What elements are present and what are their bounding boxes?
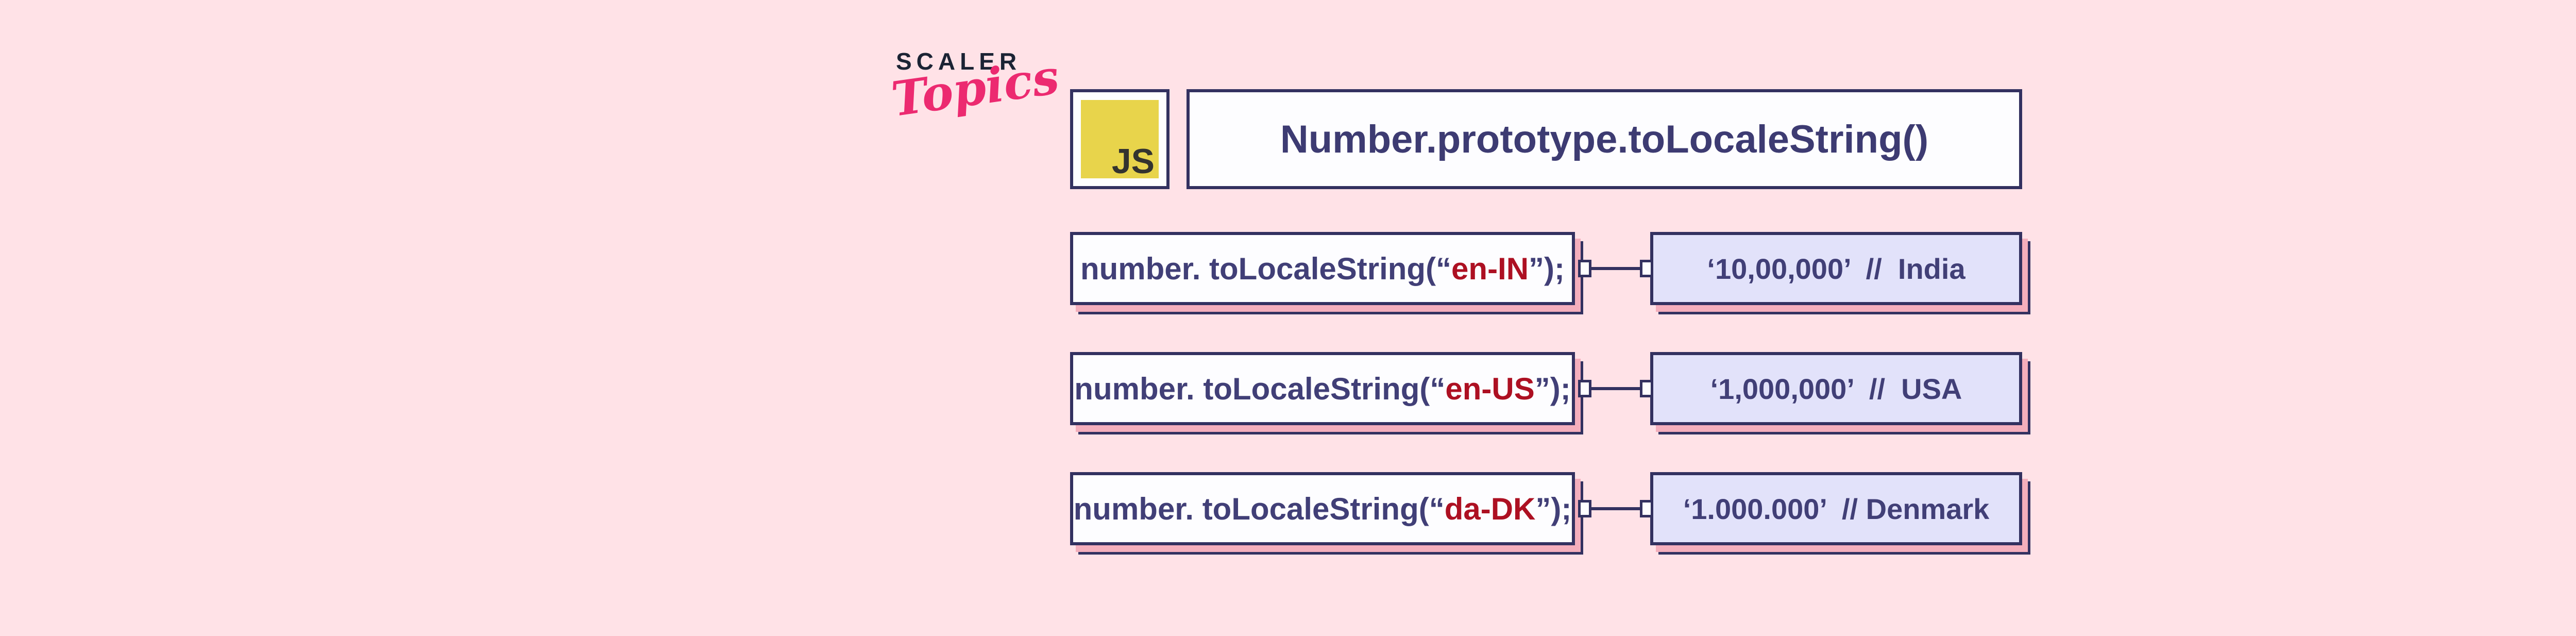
code-suffix: ”); <box>1535 491 1572 526</box>
code-text: number. toLocaleString(“en-US”); <box>1074 371 1570 407</box>
connector-node-icon <box>1578 260 1591 277</box>
code-prefix: number. toLocaleString(“ <box>1073 491 1445 526</box>
connector-wire <box>1591 507 1640 510</box>
connector-node-icon <box>1578 380 1591 397</box>
code-text: number. toLocaleString(“da-DK”); <box>1074 491 1572 527</box>
result-box: ‘1,000,000’ // USA <box>1650 352 2022 425</box>
locale-literal: en-US <box>1445 371 1535 406</box>
result-box: ‘10,00,000’ // India <box>1650 232 2022 305</box>
connector <box>1578 232 1653 305</box>
js-logo-icon: JS <box>1081 100 1159 181</box>
code-prefix: number. toLocaleString(“ <box>1080 251 1452 286</box>
result-text: ‘1,000,000’ // USA <box>1710 372 1962 405</box>
code-box: number. toLocaleString(“en-IN”); <box>1070 232 1575 305</box>
page-title: Number.prototype.toLocaleString() <box>1280 117 1929 161</box>
locale-literal: en-IN <box>1451 251 1529 286</box>
locale-literal: da-DK <box>1444 491 1536 526</box>
connector-wire <box>1591 267 1640 270</box>
code-box: number. toLocaleString(“en-US”); <box>1070 352 1575 425</box>
result-text: ‘10,00,000’ // India <box>1707 252 1965 285</box>
code-prefix: number. toLocaleString(“ <box>1074 371 1446 406</box>
connector-node-icon <box>1640 380 1653 397</box>
code-box: number. toLocaleString(“da-DK”); <box>1070 472 1575 545</box>
connector-node-icon <box>1578 500 1591 517</box>
result-box: ‘1.000.000’ // Denmark <box>1650 472 2022 545</box>
scaler-topics-logo: SCALER Topics <box>888 47 1062 127</box>
example-row-india: number. toLocaleString(“en-IN”); ‘10,00,… <box>1070 232 2022 305</box>
js-badge-label: JS <box>1111 142 1155 181</box>
example-row-usa: number. toLocaleString(“en-US”); ‘1,000,… <box>1070 352 2022 425</box>
connector-node-icon <box>1640 500 1653 517</box>
title-box: Number.prototype.toLocaleString() <box>1187 89 2022 189</box>
example-row-denmark: number. toLocaleString(“da-DK”); ‘1.000.… <box>1070 472 2022 545</box>
result-text: ‘1.000.000’ // Denmark <box>1683 492 1990 525</box>
code-text: number. toLocaleString(“en-IN”); <box>1080 251 1565 287</box>
connector <box>1578 352 1653 425</box>
connector-node-icon <box>1640 260 1653 277</box>
code-suffix: ”); <box>1529 251 1565 286</box>
connector-wire <box>1591 387 1640 390</box>
logo-brand-text: SCALER <box>896 48 1022 75</box>
js-badge: JS <box>1070 89 1170 189</box>
code-suffix: ”); <box>1534 371 1571 406</box>
connector <box>1578 472 1653 545</box>
